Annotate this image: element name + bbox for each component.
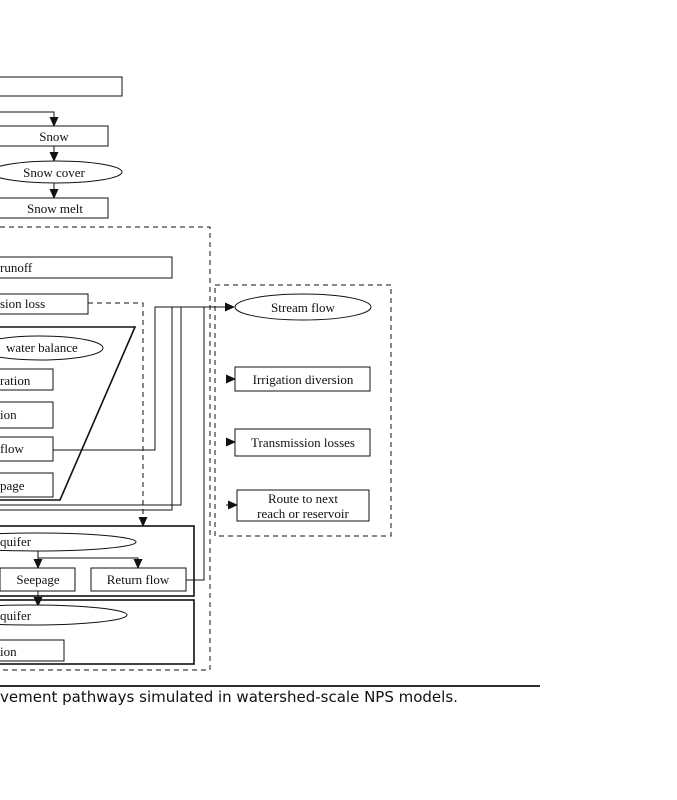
- shallow-aquifer-ellipse: [0, 532, 137, 552]
- transmission-loss-label: sion loss: [0, 296, 45, 311]
- soil-profile-trapezoid: [0, 326, 137, 501]
- stream-flow-ellipse: [234, 293, 372, 321]
- transmission-losses-label: Transmission losses: [251, 435, 355, 450]
- snow-cover-ellipse: [0, 160, 123, 184]
- infiltration-box: [0, 401, 54, 429]
- runoff-label: runoff: [0, 260, 33, 275]
- seepage-upper-label: page: [0, 478, 25, 493]
- evaporation-box: [0, 368, 54, 391]
- return-flow-to-stream-path: [186, 307, 205, 581]
- snow-cover-label: Snow cover: [23, 165, 85, 180]
- seepage-upper-box: [0, 472, 54, 498]
- water-balance-label: water balance: [6, 340, 78, 355]
- deep-bottom-box: [0, 639, 65, 662]
- snow-box: [0, 125, 109, 147]
- route-box: [236, 489, 370, 522]
- deep-aquifer-container: [0, 599, 195, 665]
- evaporation-label: ration: [0, 373, 31, 388]
- runoff-to-stream-path: [0, 307, 173, 511]
- snow-melt-label: Snow melt: [27, 201, 83, 216]
- figure-caption: vement pathways simulated in watershed-s…: [0, 688, 458, 706]
- deep-aquifer-label: quifer: [0, 608, 32, 623]
- return-flow-label: Return flow: [107, 572, 170, 587]
- soil-to-stream-path: [0, 307, 182, 506]
- infiltration-label: ion: [0, 407, 17, 422]
- shallow-aquifer-label: quifer: [0, 534, 32, 549]
- irrigation-diversion-label: Irrigation diversion: [253, 372, 354, 387]
- shallow-aquifer-container: [0, 525, 195, 597]
- transmission-loss-box: [0, 293, 89, 315]
- transmission-losses-box: [234, 428, 371, 457]
- route-label-line1: Route to next: [268, 491, 338, 506]
- snow-label: Snow: [39, 129, 69, 144]
- arrow-aquifer-to-return-flow: [38, 557, 143, 569]
- deep-aquifer-ellipse: [0, 604, 128, 626]
- top-box: [0, 76, 123, 97]
- arrow-to-snow: [0, 111, 59, 127]
- transmission-loss-dashed-path: [88, 302, 148, 527]
- snow-melt-box: [0, 197, 109, 219]
- lateral-flow-box: [0, 436, 54, 462]
- return-flow-box: [90, 567, 187, 592]
- stream-routing-dashed-boundary: [214, 284, 392, 537]
- route-label-line2: reach or reservoir: [257, 506, 349, 521]
- stream-flow-label: Stream flow: [271, 300, 336, 315]
- lateral-flow-label: flow: [0, 441, 24, 456]
- seepage-label: Seepage: [16, 572, 60, 587]
- runoff-box: [0, 256, 173, 279]
- land-phase-dashed-boundary: [0, 226, 211, 671]
- lateral-flow-to-stream: [53, 302, 235, 451]
- irrigation-diversion-box: [234, 366, 371, 392]
- water-balance-ellipse: [0, 335, 104, 361]
- deep-bottom-label: ion: [0, 644, 17, 659]
